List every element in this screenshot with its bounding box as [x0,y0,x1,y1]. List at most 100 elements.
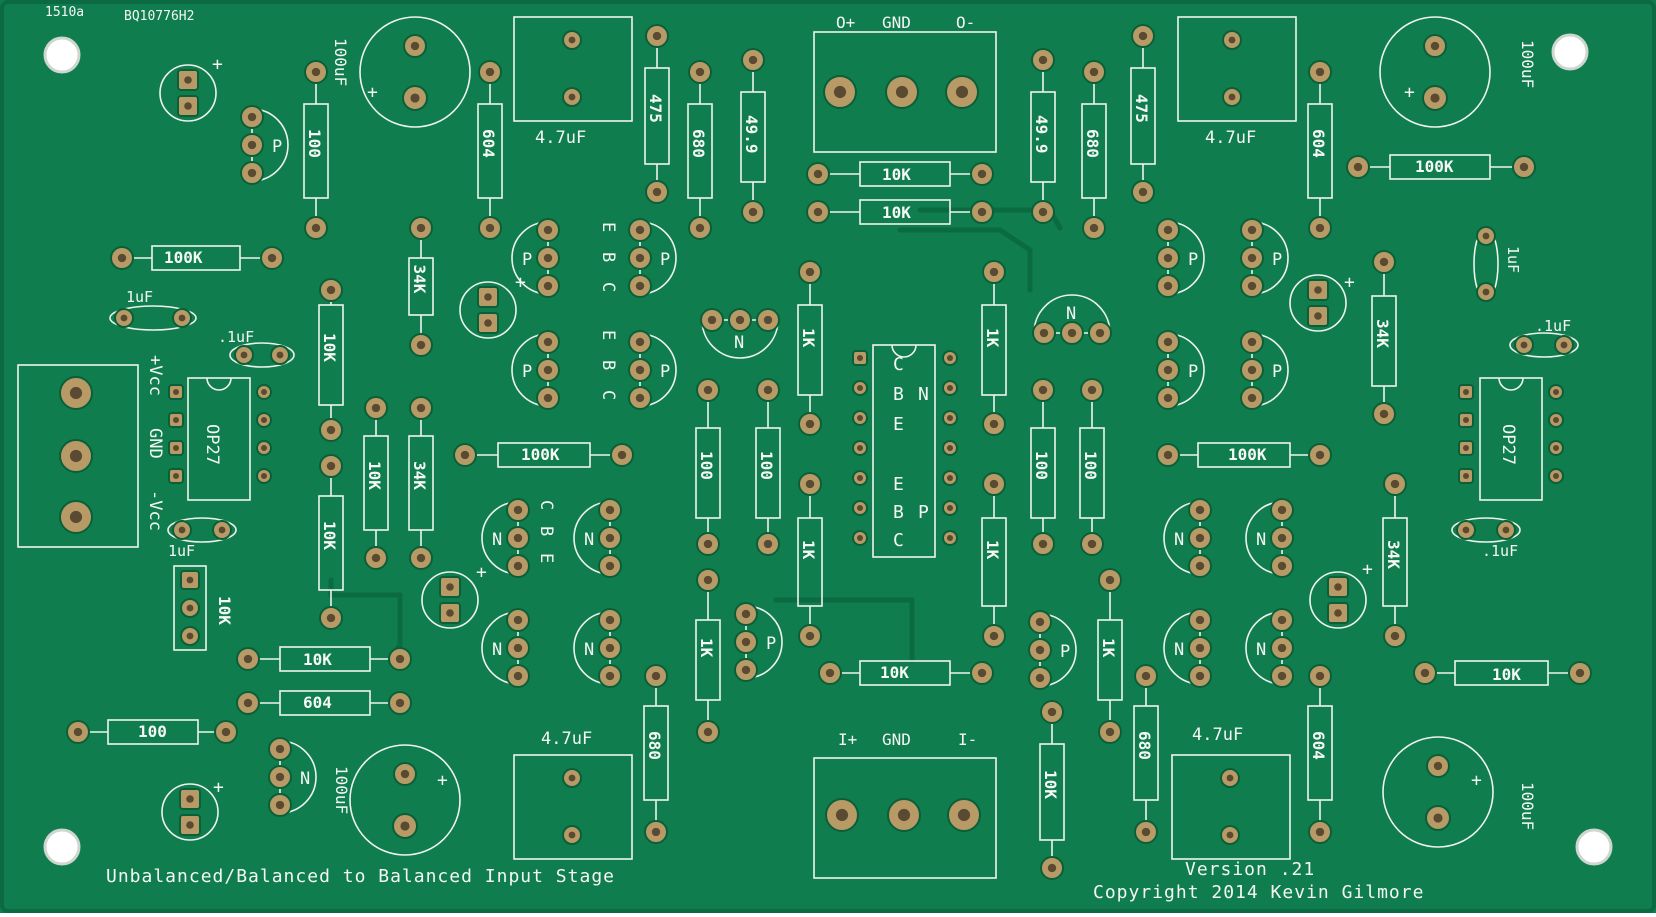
cap-100uf-top-left [359,16,471,128]
drill [813,207,823,217]
drill [1315,223,1325,233]
resistor-body [644,67,670,165]
drill [1420,668,1430,678]
r10k-label-left-low: 10K [303,650,332,669]
r475-label-top: 475 [646,94,665,123]
center-ic-outline [872,344,936,558]
batch-code: 1510a [45,5,84,20]
r1k-label-center-right-low: 1K [1099,638,1118,658]
drill [117,253,127,263]
cap-polar-2 [459,281,517,339]
drill [1163,337,1173,347]
drill [805,267,815,277]
drill [1195,533,1205,543]
plus-marker-10: + [1471,770,1482,791]
cap-4u7-top-left [513,16,633,122]
drill [1334,583,1342,591]
output-gnd-label: GND [882,13,911,32]
ebc-e-label-3: E [536,553,556,563]
c4u7-label-top-left: 4.7uF [535,128,586,148]
drill [695,67,705,77]
drill [652,187,662,197]
drill [833,85,847,99]
drill [957,808,971,822]
transistor-outline [1033,294,1111,334]
ic-notch [1498,377,1524,391]
drill [1138,31,1148,41]
drill [410,93,420,103]
drill [805,631,815,641]
drill [1035,617,1045,627]
resistor-body [797,517,823,607]
r1k-label-center-left-top: 1K [799,328,818,348]
drill [1247,225,1257,235]
drill [1353,162,1363,172]
drill [1520,341,1528,349]
drill [184,76,192,84]
drill [763,539,773,549]
drill [416,340,426,350]
drill [635,337,645,347]
drill [703,385,713,395]
opamp-right-outline [1479,377,1543,501]
resistor-body [1382,517,1408,607]
drill [395,698,405,708]
transistor-n-1: N [492,530,502,550]
r34k-label-right-low: 34K [1384,540,1403,569]
drill [857,415,863,421]
drill [416,223,426,233]
cap-0u1-left [229,342,295,368]
plus-marker-6: + [437,770,448,791]
drill [977,207,987,217]
transistor-n-4: N [584,640,594,660]
r100-label-center-1: 100 [697,451,716,480]
drill [1163,225,1173,235]
r604-label-bottom-right: 604 [1309,731,1328,760]
drill [947,475,953,481]
cap-polar-3 [421,571,479,629]
transistor-p-1: P [522,250,532,270]
r475-label-top-right: 475 [1132,94,1151,123]
transistor-outline [279,740,317,814]
opamp-left-outline [187,377,251,501]
resistor-body [408,435,434,531]
transistor-p-7: P [1188,362,1198,382]
ic-marking-e-bottom: E [893,474,904,495]
r680-label-top: 680 [689,129,708,158]
transistor-outline [701,319,779,359]
cap-polar-1 [159,64,217,122]
drill [400,821,410,831]
drill [735,315,745,325]
drill [1482,288,1490,296]
transistor-p-8: P [1272,362,1282,382]
drill [1334,609,1342,617]
drill [69,386,83,400]
transistor-n-horizontal-right: N [1066,304,1076,324]
drill [763,315,773,325]
c100u-label-bottom-right: 100uF [1518,782,1537,830]
output-terminal [813,31,997,153]
drill [485,223,495,233]
drill [1039,328,1049,338]
ebc-e-label-2: E [598,330,618,340]
drill [446,583,454,591]
cap-100uf-top-right [1379,16,1491,128]
r34k-label-left-top: 34K [410,265,429,294]
ic-marking-n: N [918,384,929,405]
input-terminal [813,757,997,879]
resistor-body [859,199,951,225]
drill [1277,561,1287,571]
drill [947,355,953,361]
c100u-label-top-right: 100uF [1518,40,1537,88]
input-plus-label: I+ [838,730,857,749]
resistor-body [1079,427,1105,519]
ic-marking-b-top: B [893,384,904,405]
resistor-body [408,257,434,316]
resistor-body [1130,67,1156,165]
c4u7-label-top-right: 4.7uF [1205,128,1256,148]
mounting-hole [43,36,81,74]
drill [311,67,321,77]
r49-9-label-top-right: 49.9 [1032,115,1051,154]
drill [1105,575,1115,585]
drill [825,668,835,678]
